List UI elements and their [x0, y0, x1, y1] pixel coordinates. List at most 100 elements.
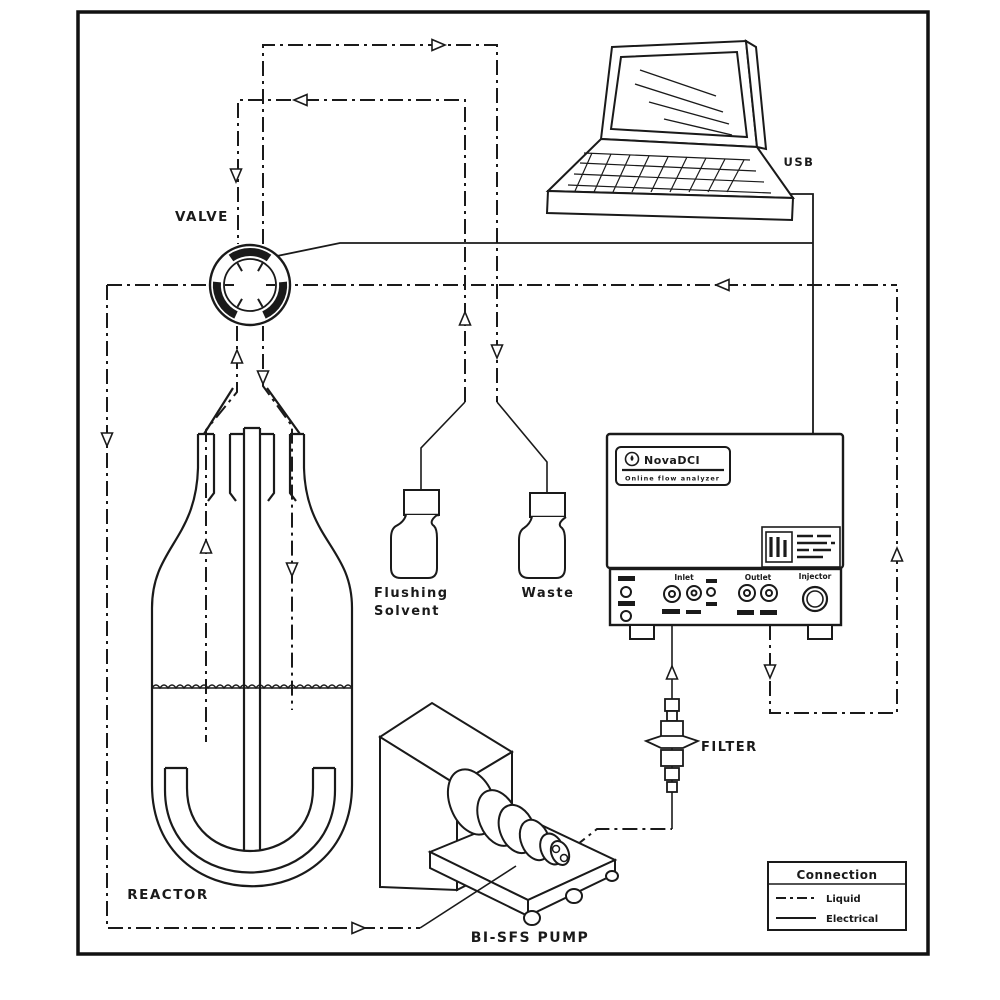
brand-name: NovaDCI [644, 454, 700, 467]
brand-tagline: Online flow analyzer [625, 475, 720, 483]
flow-arrow-up [458, 311, 472, 326]
filter-wings [643, 735, 701, 749]
brand-flame-icon [624, 451, 640, 467]
reactor-label: REACTOR [127, 887, 209, 903]
analyzer-foot [807, 624, 833, 640]
pump-foot [523, 910, 541, 926]
panel-power-marks [618, 576, 635, 622]
laptop-keyboard [567, 152, 772, 194]
inlet-dash [662, 609, 680, 614]
usb-label: USB [784, 155, 815, 169]
sticker-logo-bars [769, 537, 787, 557]
six-port-valve [208, 243, 292, 327]
valve-rotor [223, 258, 277, 312]
filter-label: FILTER [701, 740, 758, 755]
inline-filter [643, 698, 701, 793]
brand-plate: NovaDCI Online flow analyzer [615, 446, 731, 486]
flow-arrow-left [293, 93, 308, 107]
sticker-text-lines [797, 534, 835, 559]
laptop [545, 39, 795, 222]
waste-bottle-tube [496, 401, 548, 493]
stirrer-shaft [242, 426, 262, 850]
laptop-hinge-edge [744, 39, 768, 151]
flow-arrow-down [763, 664, 777, 679]
bottle-body [518, 516, 567, 579]
flow-arrow-right [351, 921, 366, 935]
pump-label: BI-SFS PUMP [471, 930, 590, 946]
injector-port [801, 585, 829, 613]
flow-arrow-down [256, 370, 270, 385]
bottle-cap [529, 492, 566, 518]
pump-to-filter-line [572, 828, 672, 849]
waste-bottle [518, 492, 567, 579]
valve-label: VALVE [175, 209, 229, 225]
valve-port-ticks [225, 262, 275, 308]
flow-arrow-up [230, 349, 244, 364]
flow-arrow-up [199, 539, 213, 554]
bottle-cap [403, 489, 440, 516]
flushing-label-line1: Flushing [374, 586, 449, 601]
electrical-cables [276, 193, 814, 434]
valve-to-pump-line [106, 285, 420, 929]
outlet-label: Outlet [745, 573, 772, 582]
outlet-dash [760, 610, 777, 615]
filter-block [660, 720, 684, 738]
flow-arrow-left [715, 278, 730, 292]
pump-foot [565, 888, 583, 904]
pump-foot [605, 870, 619, 882]
reactor-funnel [203, 387, 301, 435]
figure-border [76, 10, 930, 956]
valve-control-cable [276, 242, 813, 257]
laptop-screen [609, 50, 749, 139]
pump [378, 701, 619, 926]
flushing-label-line2: Solvent [374, 604, 440, 619]
inlet-fittings [663, 585, 702, 603]
analyzer-foot [629, 624, 655, 640]
outlet-dash [737, 610, 754, 615]
inlet-dash [686, 610, 701, 614]
flow-arrow-right [431, 38, 446, 52]
pump-suction-connector [419, 865, 517, 929]
pump-port [551, 844, 561, 854]
legend-title: Connection [796, 868, 877, 882]
injector-label: Injector [799, 572, 832, 581]
bottle-body [390, 514, 438, 579]
analyzer: NovaDCI Online flow analyzer Inlet [605, 432, 845, 640]
flow-arrow-down [285, 562, 299, 577]
flushing-solvent-bottle [390, 489, 440, 579]
pump-port [559, 853, 569, 863]
panel-mid-marks [706, 579, 717, 606]
waste-label: Waste [522, 586, 575, 601]
reactor-wall [150, 434, 354, 888]
outlet-riser-line [769, 285, 898, 714]
valve-channels [212, 248, 288, 319]
outlet-fittings [738, 584, 778, 602]
reactor-port-tube-left [207, 434, 237, 502]
flow-arrow-down [100, 432, 114, 447]
flow-arrow-down [490, 344, 504, 359]
inlet-label: Inlet [674, 573, 694, 582]
brand-flame-icon-inner [630, 455, 634, 461]
legend-item-electrical: Electrical [826, 914, 878, 925]
flushing-bottle-tube [420, 401, 466, 490]
filter-neck [666, 710, 678, 722]
reactor-vessel [150, 387, 354, 888]
filter-neck [666, 781, 678, 793]
legend-item-liquid: Liquid [826, 894, 861, 905]
reactor-u-tube [163, 766, 337, 874]
legend: Connection Liquid Electrical [767, 861, 907, 931]
valve-to-reactor-line [262, 326, 293, 710]
valve-to-waste-line [262, 44, 498, 402]
flow-arrow-down [229, 168, 243, 183]
usb-cable [789, 193, 814, 434]
laptop-front-edge [545, 189, 795, 222]
reactor-port-tube-right [267, 434, 297, 502]
flow-arrow-up [665, 665, 679, 680]
liquid-level-waves [151, 684, 353, 690]
filter-nut [664, 698, 680, 712]
filter-nut [664, 767, 680, 781]
serial-sticker [761, 526, 841, 568]
filter-block [660, 749, 684, 767]
